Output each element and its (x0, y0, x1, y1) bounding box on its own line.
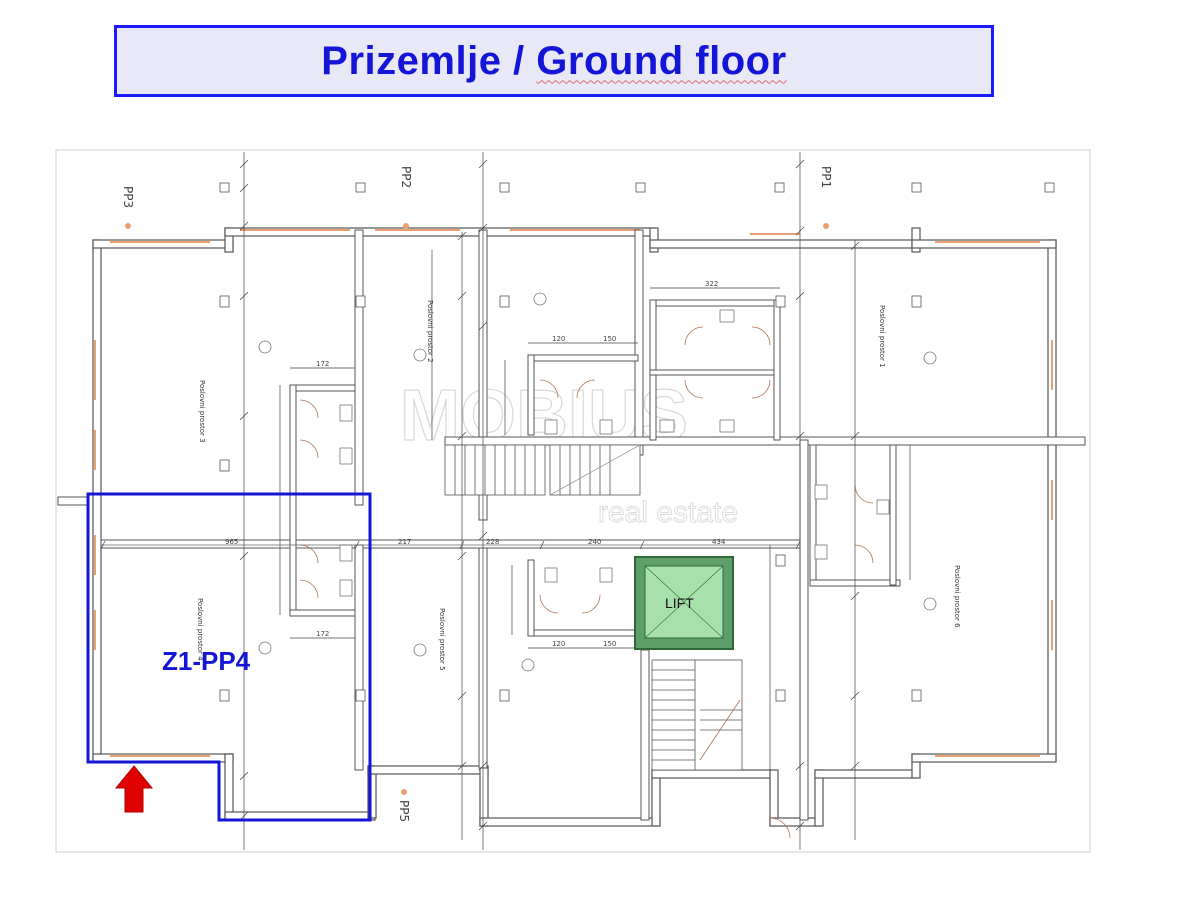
door-swings (299, 326, 874, 839)
stairs-lower (651, 659, 743, 771)
room-label-1: Poslovni prostor 1 (878, 305, 886, 368)
column-markers (219, 182, 1055, 702)
plan-frame (55, 149, 1091, 853)
dim-label-5: 434 (712, 538, 726, 546)
dim-label-8: 120 (552, 335, 565, 343)
title-part-ground-floor: Ground floor (536, 38, 787, 83)
dim-label-3: 228 (486, 538, 499, 546)
dimension-labels: 965 217 228 240 434 172 172 120 150 120 … (225, 280, 726, 648)
entrance-marker-pp1 (823, 223, 829, 229)
dimension-lines (101, 152, 911, 850)
entrance-label-pp3: PP3 (121, 186, 135, 208)
dim-label-4: 240 (588, 538, 601, 546)
title-part-prizemlje: Prizemlje / (321, 38, 537, 83)
stairs-upper (444, 444, 641, 496)
lift: LIFT (634, 556, 734, 650)
watermark-subtitle: real estate (598, 496, 738, 529)
dim-label-11: 150 (603, 640, 616, 648)
entrance-label-pp2: PP2 (399, 166, 413, 188)
page-title: Prizemlje / Ground floor (321, 39, 786, 84)
dim-label-9: 150 (603, 335, 616, 343)
room-labels: Poslovni prostor 3 Poslovni prostor 2 Po… (196, 300, 961, 671)
dim-label-12: 322 (705, 280, 718, 288)
unit-outline-z1-pp4 (86, 492, 372, 822)
room-label-5: Poslovni prostor 5 (438, 608, 446, 671)
exterior-walls (92, 227, 1057, 827)
entrance-marker-pp5 (401, 789, 407, 795)
entrance-label-pp1: PP1 (819, 166, 833, 188)
dimension-ticks (100, 159, 860, 831)
room-label-2: Poslovni prostor 2 (426, 300, 434, 363)
entrance-arrow-icon (114, 765, 154, 813)
entrance-labels: PP3 PP2 PP1 PP5 (121, 166, 833, 822)
room-label-4: Poslovni prostor 4 (196, 598, 204, 661)
room-label-6: Poslovni prostor 6 (953, 565, 961, 628)
room-label-3: Poslovni prostor 3 (198, 380, 206, 443)
dim-label-1: 965 (225, 538, 238, 546)
windows (94, 229, 1053, 757)
wc-fixtures (339, 309, 890, 597)
title-banner: Prizemlje / Ground floor (114, 25, 994, 97)
entrance-marker-pp2 (403, 223, 409, 229)
dim-label-6: 172 (316, 360, 329, 368)
dim-label-2: 217 (398, 538, 411, 546)
dim-label-10: 120 (552, 640, 565, 648)
light-fixtures (258, 292, 937, 672)
unit-label: Z1-PP4 (162, 646, 251, 676)
lift-label: LIFT (665, 595, 694, 611)
entrance-label-pp5: PP5 (397, 800, 411, 822)
entrance-marker-pp3 (125, 223, 131, 229)
dim-label-7: 172 (316, 630, 329, 638)
